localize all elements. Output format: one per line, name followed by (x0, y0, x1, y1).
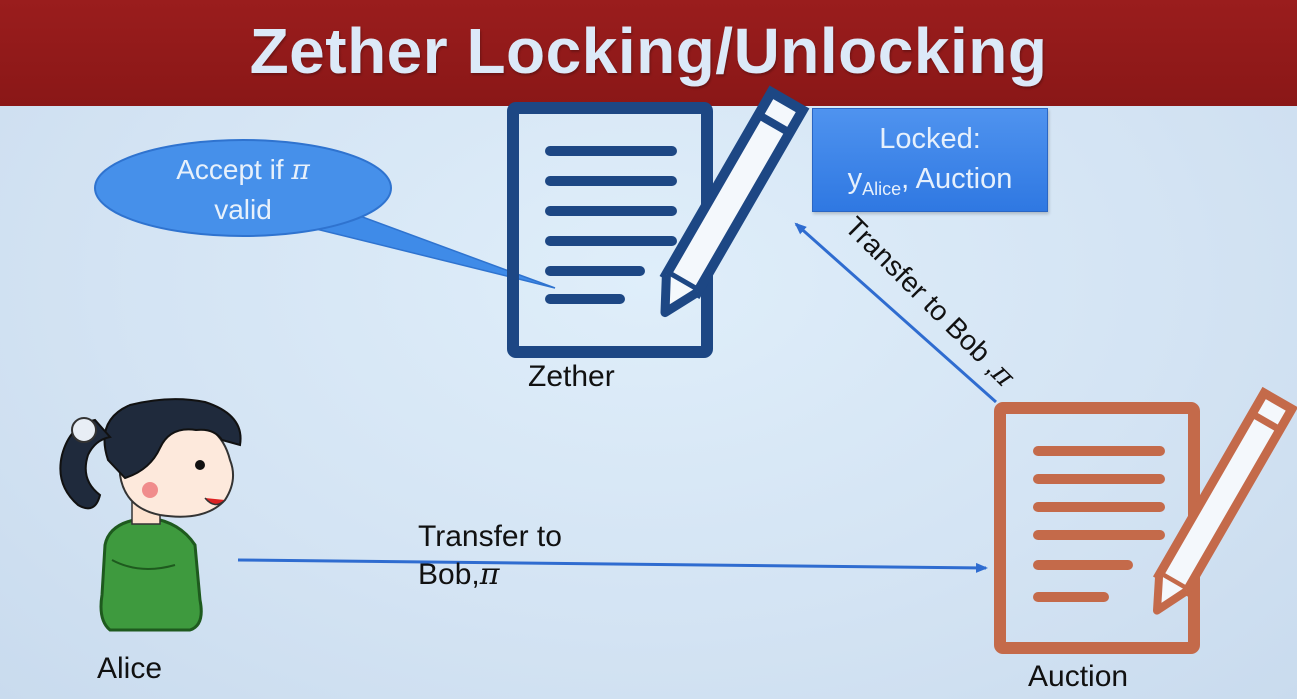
zether-document-icon (507, 85, 810, 358)
slide-title: Zether Locking/Unlocking (249, 15, 1048, 87)
locked-values: yAlice, Auction (813, 163, 1047, 200)
zether-label: Zether (528, 360, 615, 393)
auction-label: Auction (1028, 660, 1129, 693)
alice-avatar-icon (59, 398, 242, 632)
locked-var-sub: Alice (862, 178, 902, 199)
transfer-label-bottom: Transfer to Bob,π (418, 518, 562, 594)
pi-symbol: π (291, 153, 310, 186)
transfer-bottom-line2: Bob, (418, 558, 480, 591)
locked-label: Locked: (879, 123, 981, 155)
locked-auction: Auction (909, 163, 1013, 195)
auction-document-icon (994, 386, 1297, 654)
locked-status-box: Locked: yAlice, Auction (812, 108, 1048, 212)
bubble-text: Accept if π valid (128, 150, 358, 230)
locked-separator: , (901, 163, 910, 195)
title-bar: Zether Locking/Unlocking (0, 0, 1297, 106)
arrow-alice-to-auction (237, 558, 988, 573)
locked-var-base: y (847, 163, 863, 195)
bubble-line1: Accept if (176, 154, 284, 185)
pi-symbol: π (479, 557, 500, 592)
arrow-auction-to-zether (794, 222, 997, 404)
alice-label: Alice (97, 652, 163, 685)
bubble-line2: valid (214, 194, 272, 225)
speech-bubble (94, 139, 556, 289)
transfer-bottom-line1: Transfer to (418, 520, 562, 553)
